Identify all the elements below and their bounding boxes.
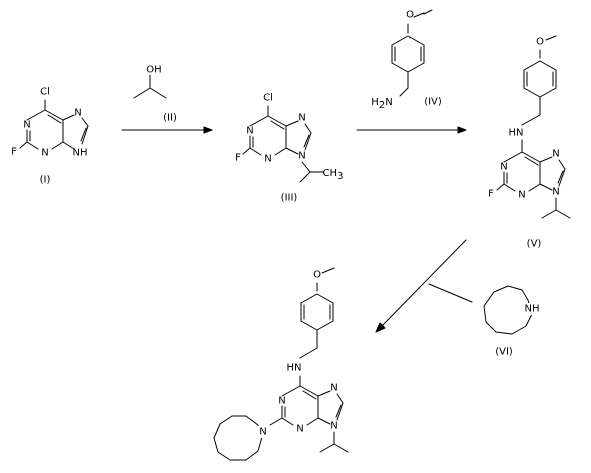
compound-label: (II) (163, 113, 177, 124)
compound-I: Cl N N F N NH (I) (11, 87, 89, 186)
nitrogen-atom: N (41, 148, 48, 159)
nitrogen-atom: N (264, 154, 271, 165)
chlorine-atom: Cl (263, 93, 273, 104)
nitrogen-atom: N (552, 149, 559, 160)
nitrogen-atom: N (330, 421, 337, 432)
reaction-arrow (375, 239, 473, 333)
amine-group: H2N (371, 97, 392, 111)
fluorine-atom: F (488, 189, 494, 200)
reagent-IV: O H2N (IV) (371, 9, 442, 111)
compound-V: O HN N N F N N (V) (488, 35, 571, 250)
reagent-II: OH (II) (133, 65, 177, 124)
reagent-VI: NH (VI) (483, 285, 540, 358)
nitrogen-atom: N (500, 162, 507, 173)
chlorine-atom: Cl (40, 87, 50, 98)
reaction-arrow (356, 126, 467, 134)
nh-group: NH (73, 148, 88, 159)
nitrogen-atom: N (259, 427, 266, 438)
reaction-arrow (121, 126, 213, 134)
nh-group: NH (525, 304, 540, 315)
nh-group: HN (509, 128, 524, 139)
nitrogen-atom: N (278, 396, 285, 407)
nitrogen-atom: N (330, 383, 337, 394)
oxygen-atom: O (313, 270, 321, 281)
nh-group: HN (287, 363, 302, 374)
compound-label: (I) (40, 175, 51, 186)
nitrogen-atom: N (74, 108, 81, 119)
nitrogen-atom: N (552, 187, 559, 198)
nitrogen-atom: N (518, 190, 525, 201)
oxygen-atom: O (406, 10, 414, 21)
compound-label: (VI) (495, 347, 513, 358)
compound-III: Cl N N F N N CH3 (III) (235, 93, 343, 204)
fluorine-atom: F (11, 147, 17, 158)
product-compound: O HN N N N N N (213, 267, 349, 461)
compound-label: (IV) (424, 97, 442, 108)
compound-label: (III) (281, 193, 298, 204)
oxygen-atom: O (536, 37, 544, 48)
nitrogen-atom: N (298, 151, 305, 162)
compound-label: (V) (527, 239, 542, 250)
nitrogen-atom: N (298, 113, 305, 124)
nitrogen-atom: N (246, 126, 253, 137)
methyl-group: CH3 (323, 168, 344, 182)
hydroxyl-group: OH (146, 65, 161, 76)
nitrogen-atom: N (296, 424, 303, 435)
fluorine-atom: F (235, 153, 241, 164)
nitrogen-atom: N (23, 120, 30, 131)
